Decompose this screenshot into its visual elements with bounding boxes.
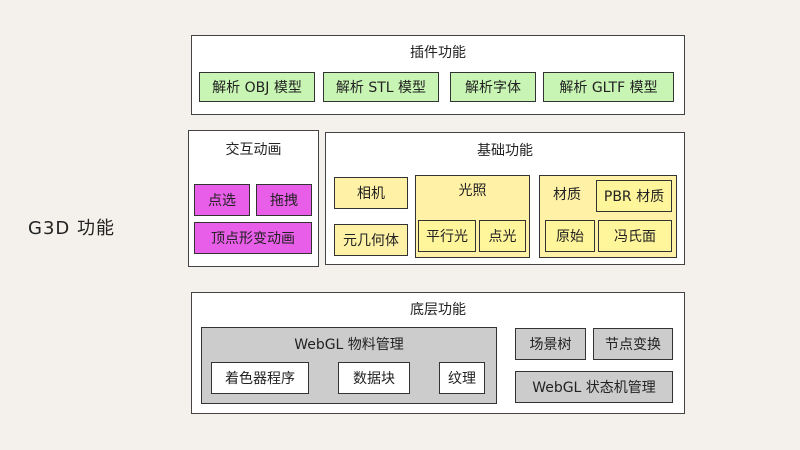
plugin-item-gltf: 解析 GLTF 模型 xyxy=(543,72,674,102)
basic-item-camera: 相机 xyxy=(334,177,408,209)
plugin-item-stl: 解析 STL 模型 xyxy=(323,72,439,102)
material-group-title: 材质 xyxy=(553,187,581,203)
webgl-material-title: WebGL 物料管理 xyxy=(294,337,404,353)
plugin-panel-title: 插件功能 xyxy=(410,45,466,61)
basic-item-geometry: 元几何体 xyxy=(334,224,408,256)
webgl-item-shader: 着色器程序 xyxy=(211,362,309,394)
plugin-item-obj: 解析 OBJ 模型 xyxy=(199,72,315,102)
light-item-point: 点光 xyxy=(479,220,526,252)
interaction-item-drag: 拖拽 xyxy=(256,184,312,216)
bottom-panel-title: 底层功能 xyxy=(410,302,466,318)
interaction-item-morph: 顶点形变动画 xyxy=(194,222,312,254)
material-item-phong: 冯氏面 xyxy=(598,220,672,252)
webgl-item-buffer: 数据块 xyxy=(338,362,410,394)
material-item-basic: 原始 xyxy=(545,220,595,252)
plugin-item-font: 解析字体 xyxy=(450,72,536,102)
light-item-directional: 平行光 xyxy=(418,220,476,252)
node-transform-box: 节点变换 xyxy=(593,328,673,360)
material-item-pbr: PBR 材质 xyxy=(596,180,672,212)
interaction-panel-title: 交互动画 xyxy=(225,142,282,158)
light-group-title: 光照 xyxy=(458,183,487,199)
state-machine-box: WebGL 状态机管理 xyxy=(515,371,673,403)
webgl-item-texture: 纹理 xyxy=(439,362,485,394)
basic-panel-title: 基础功能 xyxy=(477,143,533,159)
diagram-title: G3D 功能 xyxy=(28,218,115,239)
interaction-item-pick: 点选 xyxy=(194,184,250,216)
scene-tree-box: 场景树 xyxy=(515,328,586,360)
